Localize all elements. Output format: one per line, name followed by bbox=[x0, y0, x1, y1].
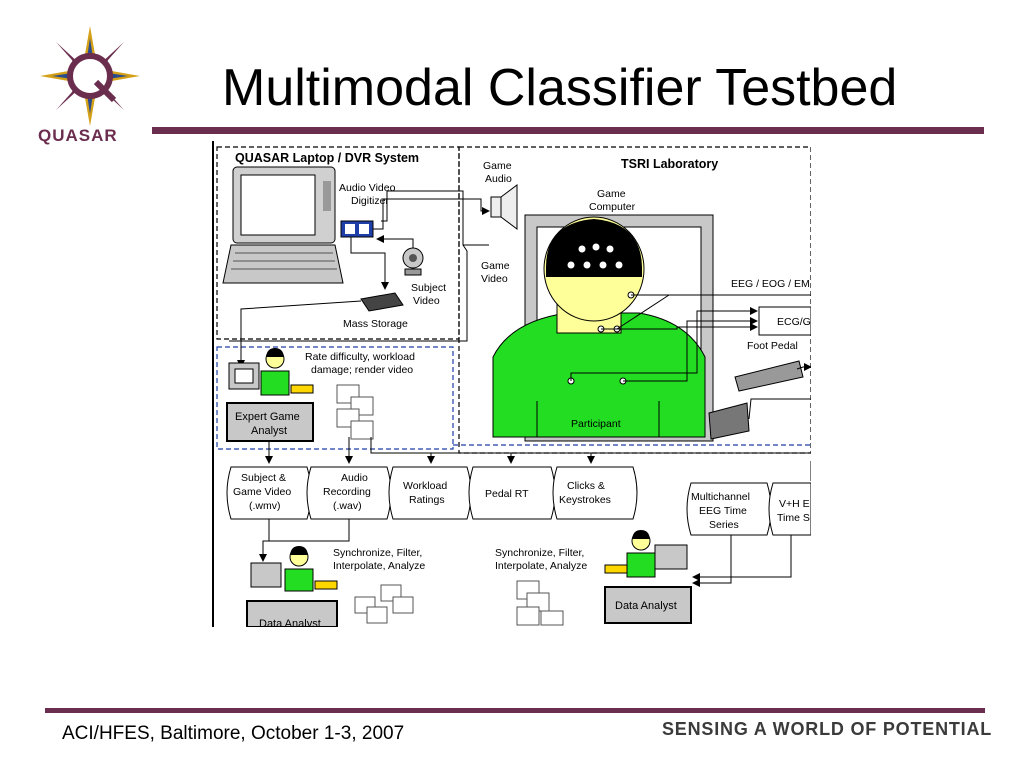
ecg-label: ECG/G bbox=[777, 316, 811, 328]
stream-vh-line1: V+H E bbox=[779, 498, 810, 510]
expert-label-line2: Analyst bbox=[251, 425, 287, 437]
slide-title: Multimodal Classifier Testbed bbox=[222, 59, 898, 117]
mass-storage-label: Mass Storage bbox=[343, 318, 408, 330]
data-analyst-1-box bbox=[246, 600, 338, 627]
data-analyst-2-label: Data Analyst bbox=[615, 600, 677, 612]
participant-figure bbox=[492, 216, 706, 438]
logo-text: QUASAR bbox=[38, 126, 118, 145]
game-video-line2: Video bbox=[481, 273, 508, 285]
foot-pedal-label: Foot Pedal bbox=[747, 340, 798, 352]
laptop-icon bbox=[222, 166, 344, 284]
stream-audio-line2: Recording bbox=[323, 486, 371, 498]
footer-rule bbox=[45, 708, 985, 713]
form-icons-3 bbox=[516, 580, 564, 626]
participant-label: Participant bbox=[571, 418, 621, 430]
testbed-diagram: QUASAR Laptop / DVR System TSRI Laborato… bbox=[211, 141, 811, 627]
stream-eeg-line1: Multichannel bbox=[691, 491, 750, 503]
sync-2-line2: Interpolate, Analyze bbox=[495, 560, 587, 572]
data-analyst-2-figure bbox=[604, 530, 688, 578]
data-analyst-1-figure bbox=[250, 546, 338, 592]
quasar-logo bbox=[40, 26, 140, 126]
av-digitizer-line2: Digitizer bbox=[351, 195, 389, 207]
subject-video-line1: Subject bbox=[411, 282, 446, 294]
stream-workload-line2: Ratings bbox=[409, 494, 445, 506]
expert-analyst-figure bbox=[228, 348, 314, 396]
expert-note-line1: Rate difficulty, workload bbox=[305, 351, 415, 363]
lab-label: TSRI Laboratory bbox=[621, 157, 718, 171]
stream-audio-line1: Audio bbox=[341, 472, 368, 484]
laptop-system-label: QUASAR Laptop / DVR System bbox=[235, 151, 419, 165]
game-audio-line1: Game bbox=[483, 160, 512, 172]
footer-conference: ACI/HFES, Baltimore, October 1-3, 2007 bbox=[62, 723, 405, 744]
speaker-icon bbox=[490, 184, 518, 230]
stream-clicks-line2: Keystrokes bbox=[559, 494, 611, 506]
title-rule bbox=[152, 127, 984, 134]
digitizer-icon bbox=[340, 220, 374, 238]
stream-pedal-line1: Pedal RT bbox=[485, 488, 529, 500]
stream-vh-line2: Time S bbox=[777, 512, 810, 524]
expert-label-box bbox=[226, 402, 314, 442]
sync-2-line1: Synchronize, Filter, bbox=[495, 547, 584, 559]
ecg-box bbox=[758, 306, 811, 336]
stream-shapes bbox=[226, 466, 811, 536]
expert-region bbox=[216, 346, 454, 450]
expert-label-line1: Expert Game bbox=[235, 411, 300, 423]
logo-star-icon bbox=[40, 26, 140, 126]
stream-audio-line3: (.wav) bbox=[333, 500, 362, 512]
data-analyst-2-box bbox=[604, 586, 692, 624]
stream-video-line3: (.wmv) bbox=[249, 500, 281, 512]
sync-1-line2: Interpolate, Analyze bbox=[333, 560, 425, 572]
eeg-label: EEG / EOG / EM bbox=[731, 278, 810, 290]
stream-clicks-line1: Clicks & bbox=[567, 480, 605, 492]
footer-tagline: SENSING A WORLD OF POTENTIAL bbox=[662, 719, 993, 739]
form-icons-1 bbox=[336, 384, 374, 440]
form-icons-2 bbox=[354, 584, 414, 624]
game-computer-line1: Game bbox=[597, 188, 626, 200]
game-computer-line2: Computer bbox=[589, 201, 636, 213]
av-digitizer-line1: Audio Video bbox=[339, 182, 396, 194]
stream-video-line1: Subject & bbox=[241, 472, 286, 484]
subject-video-line2: Video bbox=[413, 295, 440, 307]
expert-note-line2: damage; render video bbox=[311, 364, 413, 376]
game-audio-line2: Audio bbox=[485, 173, 512, 185]
stream-workload-line1: Workload bbox=[403, 480, 447, 492]
data-analyst-1-label: Data Analyst bbox=[259, 618, 321, 627]
mass-storage-icon bbox=[360, 292, 404, 312]
sync-1-line1: Synchronize, Filter, bbox=[333, 547, 422, 559]
foot-pedal-icon bbox=[708, 360, 804, 440]
webcam-icon bbox=[402, 247, 424, 276]
stream-eeg-line2: EEG Time bbox=[699, 505, 747, 517]
stream-eeg-line3: Series bbox=[709, 519, 739, 531]
stream-video-line2: Game Video bbox=[233, 486, 291, 498]
game-video-line1: Game bbox=[481, 260, 510, 272]
